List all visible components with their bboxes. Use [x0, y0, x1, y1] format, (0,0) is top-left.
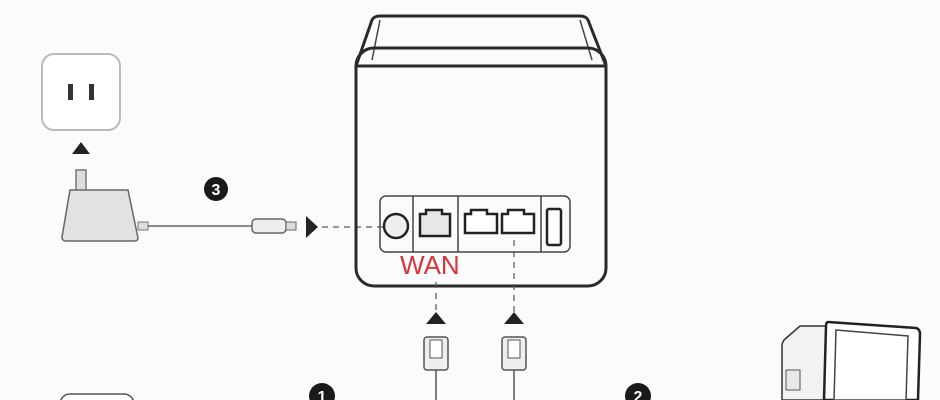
- lan-port-icon: [463, 208, 499, 235]
- svg-text:1: 1: [318, 389, 327, 400]
- power-port-icon: [382, 212, 410, 240]
- wan-label: WAN: [400, 250, 460, 280]
- ethernet-plug-icon: [501, 336, 527, 400]
- ethernet-plug-icon: [423, 336, 449, 400]
- router-icon: [354, 14, 608, 288]
- arrow-up-icon: [504, 312, 524, 324]
- arrow-right-icon: [306, 216, 318, 238]
- step-1-badge: 1: [309, 383, 335, 400]
- wan-port-icon: [418, 208, 452, 238]
- svg-text:3: 3: [212, 182, 221, 199]
- step-3-badge: 3: [204, 177, 228, 201]
- modem-icon: [60, 393, 134, 400]
- reset-button-icon: [545, 207, 563, 247]
- computer-icon: [781, 320, 922, 400]
- power-adapter-icon: [61, 169, 297, 242]
- wall-outlet-icon: [41, 53, 121, 131]
- svg-text:2: 2: [634, 389, 643, 400]
- arrow-up-icon: [72, 142, 90, 154]
- arrow-up-icon: [426, 312, 446, 324]
- step-2-badge: 2: [625, 383, 651, 400]
- lan-port-icon: [500, 208, 536, 235]
